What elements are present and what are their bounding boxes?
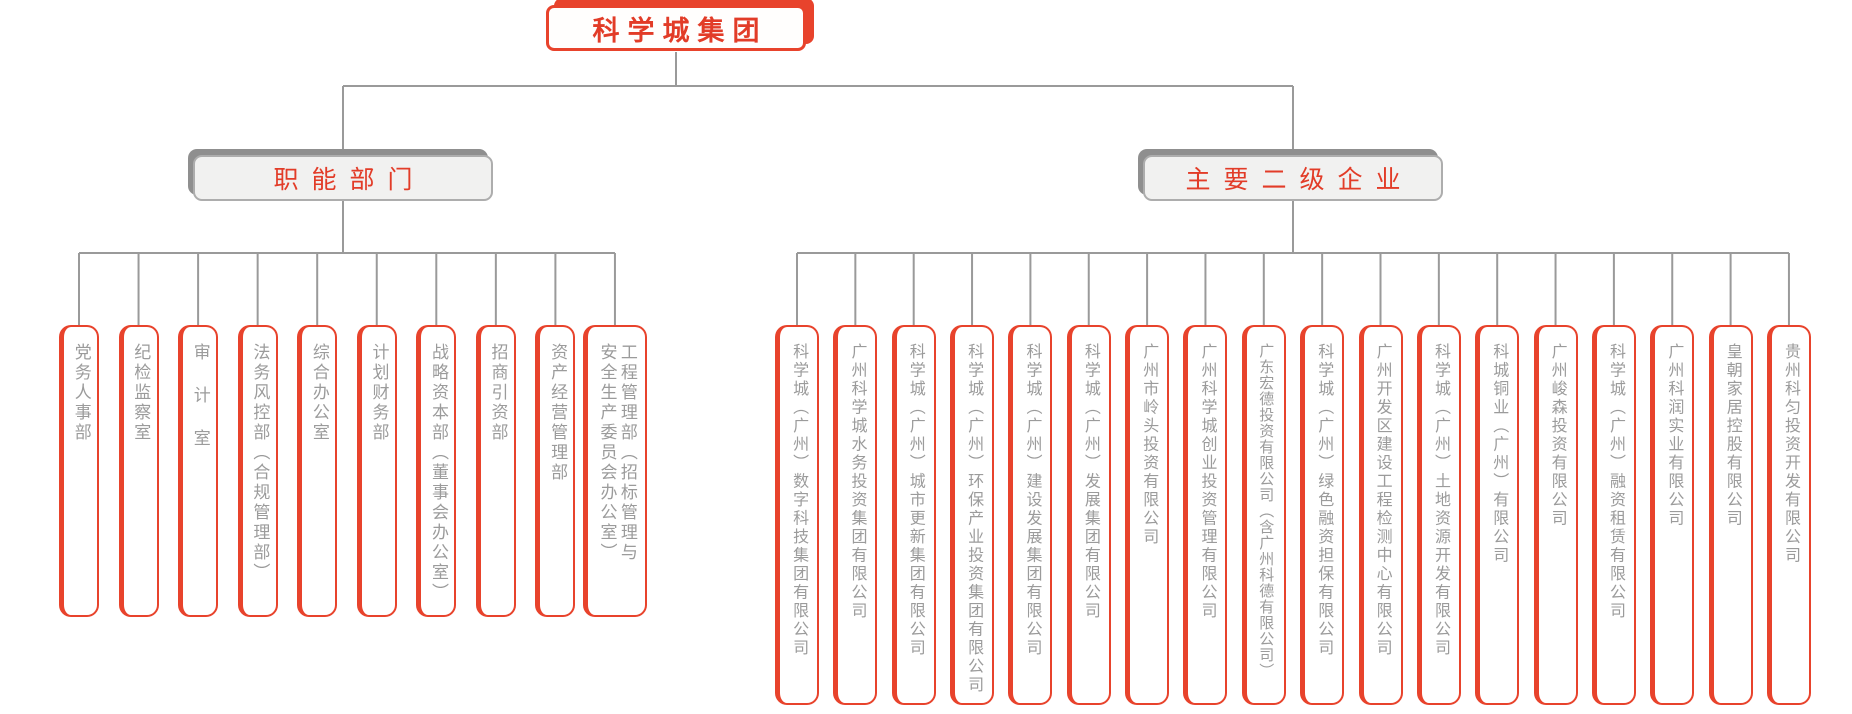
companies-header-label: 主要二级企业	[1185, 166, 1414, 194]
department-node: 法务风控部（合规管理部）	[237, 325, 278, 617]
company-node: 科学城（广州）土地资源开发有限公司	[1416, 325, 1461, 705]
node-label: 科学城（广州）数字科技集团有限公司	[790, 343, 808, 658]
node-label: 广州市岭头投资有限公司	[1140, 343, 1158, 547]
company-node: 广州科学城水务投资集团有限公司	[833, 325, 878, 705]
company-node: 科学城（广州）数字科技集团有限公司	[775, 325, 819, 705]
node-label: 科学城（广州）融资租赁有限公司	[1606, 343, 1624, 621]
node-label: 战略资本部（董事会办公室）	[428, 343, 448, 603]
company-node: 广州科润实业有限公司	[1650, 325, 1695, 705]
company-node: 科学城（广州）融资租赁有限公司	[1591, 325, 1636, 705]
node-label: 工程管理部（招标管理与安全生产委员会办公室）	[597, 343, 637, 563]
company-node: 科学城（广州）发展集团有限公司	[1066, 325, 1111, 705]
node-label: 资产经营管理部	[548, 343, 568, 483]
company-node: 科城铜业（广州）有限公司	[1475, 325, 1520, 705]
node-label: 科学城（广州）土地资源开发有限公司	[1431, 343, 1449, 658]
company-node: 科学城（广州）环保产业投资集团有限公司	[950, 325, 995, 705]
department-node: 资产经营管理部	[535, 325, 576, 617]
node-label: 纪检监察室	[131, 343, 151, 443]
department-node: 计划财务部	[356, 325, 397, 617]
node-label: 法务风控部（合规管理部）	[250, 343, 270, 583]
node-label: 科学城（广州）发展集团有限公司	[1081, 343, 1099, 621]
department-node: 战略资本部（董事会办公室）	[416, 325, 457, 617]
node-label: 科学城（广州）城市更新集团有限公司	[906, 343, 924, 658]
department-node: 党务人事部	[59, 325, 99, 617]
department-node: 审计室	[178, 325, 219, 617]
department-node: 纪检监察室	[118, 325, 159, 617]
company-node: 科学城（广州）绿色融资担保有限公司	[1300, 325, 1345, 705]
departments-header-label: 职能部门	[273, 166, 426, 194]
company-node: 广东宏德投资有限公司（含广州科德有限公司）	[1241, 325, 1286, 705]
root-label: 科学城集团	[592, 15, 768, 46]
company-node: 皇朝家居控股有限公司	[1708, 325, 1753, 705]
node-label: 广州科学城水务投资集团有限公司	[848, 343, 866, 621]
node-label: 广州峻森投资有限公司	[1548, 343, 1566, 528]
node-label: 广东宏德投资有限公司（含广州科德有限公司）	[1257, 343, 1275, 679]
node-label: 综合办公室	[309, 343, 329, 443]
company-node: 贵州科匀投资开发有限公司	[1766, 325, 1811, 705]
node-label: 皇朝家居控股有限公司	[1723, 343, 1741, 528]
department-node: 综合办公室	[297, 325, 338, 617]
company-node: 广州科学城创业投资管理有限公司	[1183, 325, 1228, 705]
node-label: 广州科润实业有限公司	[1665, 343, 1683, 528]
branch-header-departments: 职能部门	[193, 155, 493, 201]
node-label: 审计室	[190, 343, 210, 472]
node-label: 科学城（广州）绿色融资担保有限公司	[1315, 343, 1333, 658]
node-label: 科学城（广州）环保产业投资集团有限公司	[965, 343, 983, 695]
company-node: 广州峻森投资有限公司	[1533, 325, 1578, 705]
company-node: 广州市岭头投资有限公司	[1125, 325, 1170, 705]
node-label: 计划财务部	[369, 343, 389, 443]
node-label: 党务人事部	[71, 343, 91, 443]
branch-header-companies: 主要二级企业	[1143, 155, 1443, 201]
company-node: 科学城（广州）建设发展集团有限公司	[1008, 325, 1053, 705]
node-label: 招商引资部	[488, 343, 508, 443]
node-label: 广州开发区建设工程检测中心有限公司	[1373, 343, 1391, 658]
department-node: 工程管理部（招标管理与安全生产委员会办公室）	[582, 325, 647, 617]
node-label: 贵州科匀投资开发有限公司	[1782, 343, 1800, 565]
department-node: 招商引资部	[475, 325, 516, 617]
company-node: 广州开发区建设工程检测中心有限公司	[1358, 325, 1403, 705]
company-node: 科学城（广州）城市更新集团有限公司	[891, 325, 936, 705]
node-label: 科城铜业（广州）有限公司	[1490, 343, 1508, 565]
node-label: 科学城（广州）建设发展集团有限公司	[1023, 343, 1041, 658]
root-node: 科学城集团	[546, 5, 806, 51]
node-label: 广州科学城创业投资管理有限公司	[1198, 343, 1216, 621]
